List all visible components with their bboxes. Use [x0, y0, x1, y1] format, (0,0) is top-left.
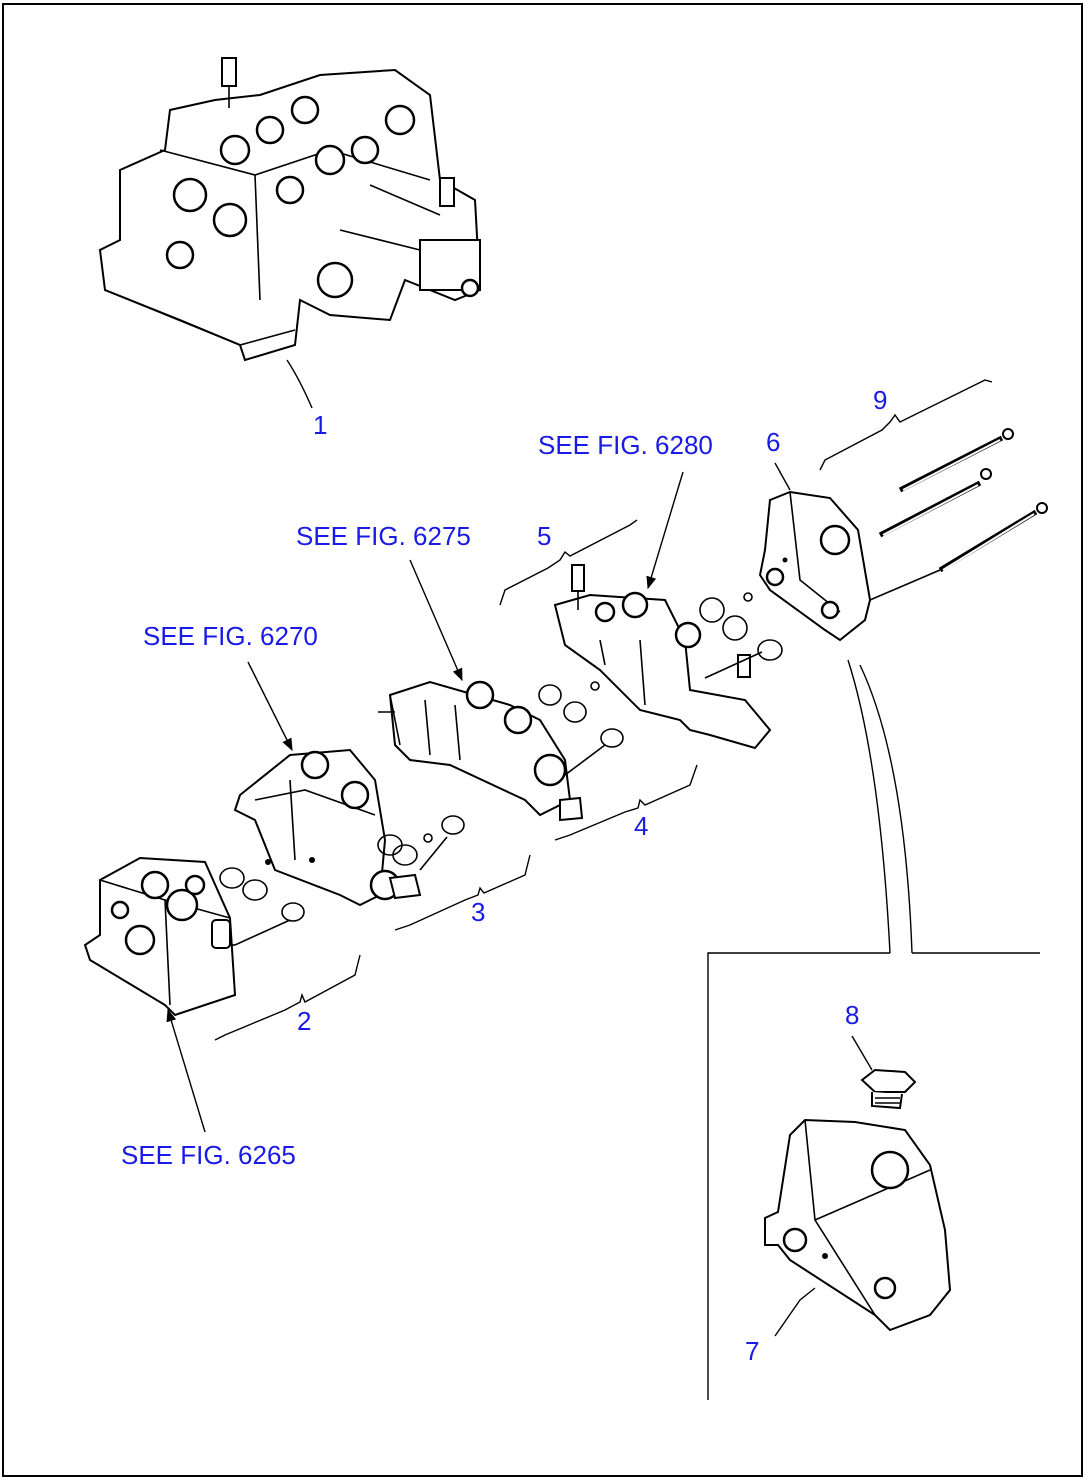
- leader-6275: [409, 559, 463, 682]
- reference-fig-6275: SEE FIG. 6275: [296, 521, 471, 551]
- end-cover-illustration: [758, 490, 872, 642]
- valve-section-6275-illustration: [378, 680, 624, 822]
- tie-bolts-illustration: [869, 428, 1048, 601]
- brace-4: [554, 764, 698, 841]
- callout-1: 1: [313, 410, 327, 440]
- brace-5: [499, 519, 638, 606]
- detail-inset: [707, 659, 1040, 1400]
- brace-9: [819, 379, 993, 471]
- valve-section-6280-illustration: [553, 564, 783, 750]
- callout-9: 9: [873, 385, 887, 415]
- callout-3: 3: [471, 897, 485, 927]
- reference-fig-6280: SEE FIG. 6280: [538, 430, 713, 460]
- brace-2: [214, 954, 361, 1041]
- callout-2: 2: [297, 1006, 311, 1036]
- reference-fig-6270: SEE FIG. 6270: [143, 621, 318, 651]
- leader-6265: [166, 1008, 206, 1133]
- leader-6280: [646, 471, 684, 590]
- callout-6: 6: [766, 427, 780, 457]
- callout-7: 7: [745, 1336, 759, 1366]
- brace-3: [394, 854, 531, 931]
- valve-assembly-illustration: [98, 57, 482, 409]
- callout-5: 5: [537, 521, 551, 551]
- callout-8: 8: [845, 1000, 859, 1030]
- leader-6270: [247, 661, 293, 752]
- reference-fig-6265: SEE FIG. 6265: [121, 1140, 296, 1170]
- valve-section-6270-illustration: [233, 748, 465, 907]
- leader-6: [774, 462, 791, 491]
- callout-4: 4: [634, 811, 648, 841]
- inlet-section-illustration: [83, 856, 305, 1017]
